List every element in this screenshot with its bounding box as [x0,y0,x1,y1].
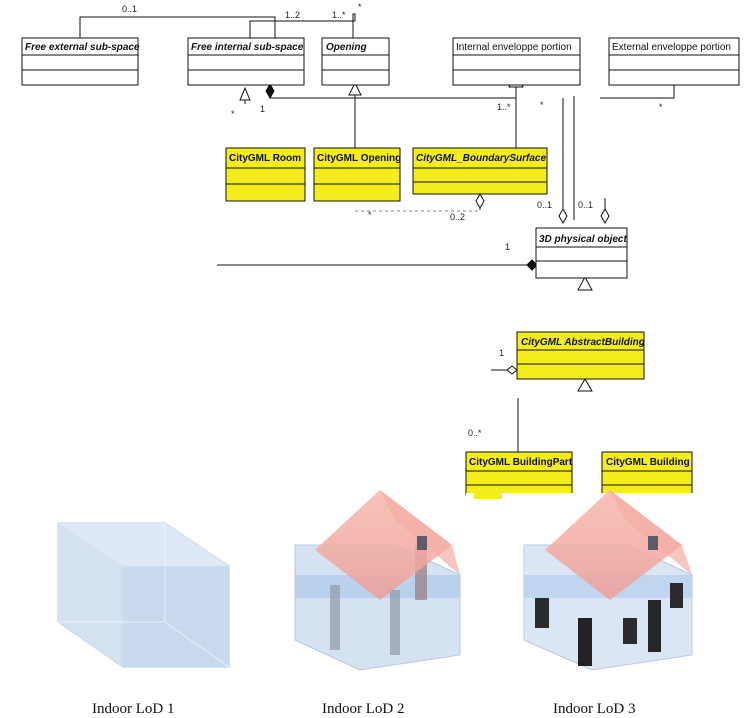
multiplicity: 1..* [332,10,346,20]
class-title: CityGML_BoundarySurface [416,153,546,164]
class-title: CityGML Opening [317,153,401,164]
captions: Indoor LoD 1 Indoor LoD 2 Indoor LoD 3 [92,701,636,717]
aggregation-diamond [506,365,518,375]
multiplicity: 1..* [497,102,511,112]
multiplicity: 1 [505,242,510,252]
multiplicity-labels: 0..1 1..2 1..* * * 1 1..* * * * 0..2 0..… [122,2,663,438]
multiplicity: 1 [499,348,504,358]
multiplicity: 0..1 [578,200,593,210]
multiplicity: 0..* [468,428,482,438]
multiplicity: * [540,100,544,110]
lod3-house-illustration [523,490,693,671]
generalization-arrow [348,81,362,96]
multiplicity: 0..1 [122,4,137,14]
class-title: CityGML AbstractBuilding [521,337,645,348]
multiplicity: 1 [260,104,265,114]
class-title: CityGML Building [606,457,690,468]
lod2-house-illustration [294,490,461,671]
caption-lod3: Indoor LoD 3 [553,701,636,717]
aggregation-diamond [558,207,568,225]
class-title: Internal enveloppe portion [456,42,572,53]
multiplicity: * [358,2,362,12]
class-citygml-building[interactable]: CityGML Building [601,451,693,496]
caption-lod2: Indoor LoD 2 [322,701,405,717]
class-title: 3D physical object [539,234,627,245]
class-title: External enveloppe portion [612,42,731,53]
composition-diamond [265,82,275,100]
aggregation-diamond [475,192,485,210]
class-citygml-abstract-building[interactable]: CityGML AbstractBuilding [516,331,645,380]
class-title: Opening [326,42,367,53]
class-opening[interactable]: Opening [321,37,390,86]
crop-edge-mark [474,493,502,499]
class-citygml-boundary-surface[interactable]: CityGML_BoundarySurface [412,147,548,195]
generalization-arrow [577,378,593,392]
class-free-internal[interactable]: Free internal sub-space [187,37,305,86]
generalization-arrow [577,275,593,291]
multiplicity: 1..2 [285,10,300,20]
aggregation-diamond [600,207,610,225]
multiplicity: 0..1 [537,200,552,210]
class-citygml-opening[interactable]: CityGML Opening [313,147,401,202]
generalization-arrow [239,86,251,101]
class-citygml-building-part[interactable]: CityGML BuildingPart [465,451,573,496]
multiplicity: * [231,109,235,119]
class-external-envelope[interactable]: External enveloppe portion [608,37,740,86]
class-title: Free internal sub-space [191,42,304,53]
multiplicity: 0..2 [450,212,465,222]
class-title: CityGML Room [229,153,301,164]
multiplicity: * [659,102,663,112]
class-internal-envelope[interactable]: Internal enveloppe portion [452,37,581,86]
multiplicity: * [368,210,372,220]
caption-lod1: Indoor LoD 1 [92,701,175,717]
class-free-external[interactable]: Free external sub-space [21,37,140,86]
class-title: Free external sub-space [25,42,140,53]
class-title: CityGML BuildingPart [469,457,573,468]
lod1-cube-illustration [57,522,230,668]
class-3d-physical-object[interactable]: 3D physical object [535,227,628,279]
class-citygml-room[interactable]: CityGML Room [225,147,306,202]
